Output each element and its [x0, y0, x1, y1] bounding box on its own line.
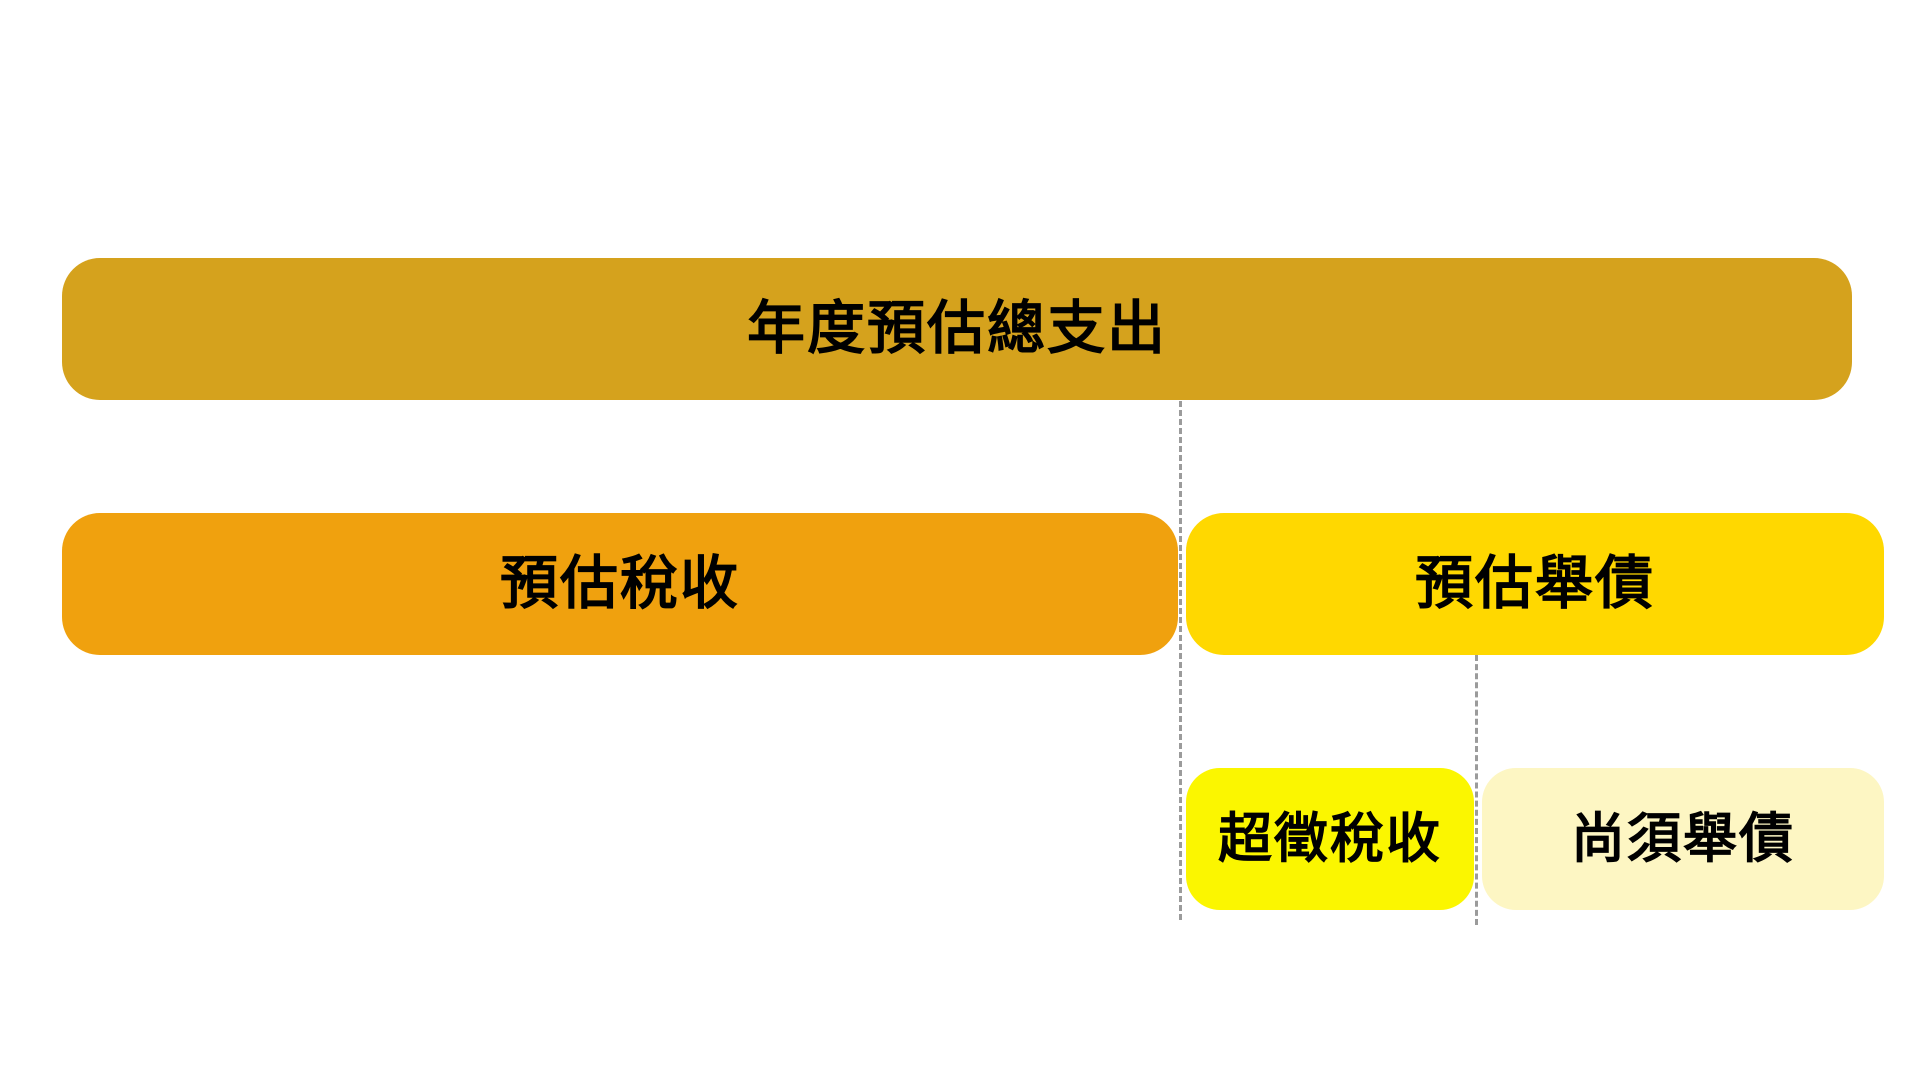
- total-expenditure-label: 年度預估總支出: [746, 296, 1167, 361]
- estimated-tax-label: 預估稅收: [499, 551, 740, 616]
- estimated-borrowing-bar: 預估舉債: [1186, 513, 1884, 655]
- divider-line-tax-borrowing: [1179, 401, 1182, 920]
- remaining-borrowing-bar: 尚須舉債: [1482, 768, 1884, 910]
- estimated-borrowing-label: 預估舉債: [1414, 551, 1655, 616]
- remaining-borrowing-label: 尚須舉債: [1571, 809, 1795, 869]
- total-expenditure-bar: 年度預估總支出: [62, 258, 1852, 400]
- surplus-tax-label: 超徵稅收: [1218, 809, 1442, 869]
- divider-line-surplus-remaining: [1475, 655, 1478, 925]
- surplus-tax-bar: 超徵稅收: [1186, 768, 1474, 910]
- estimated-tax-bar: 預估稅收: [62, 513, 1178, 655]
